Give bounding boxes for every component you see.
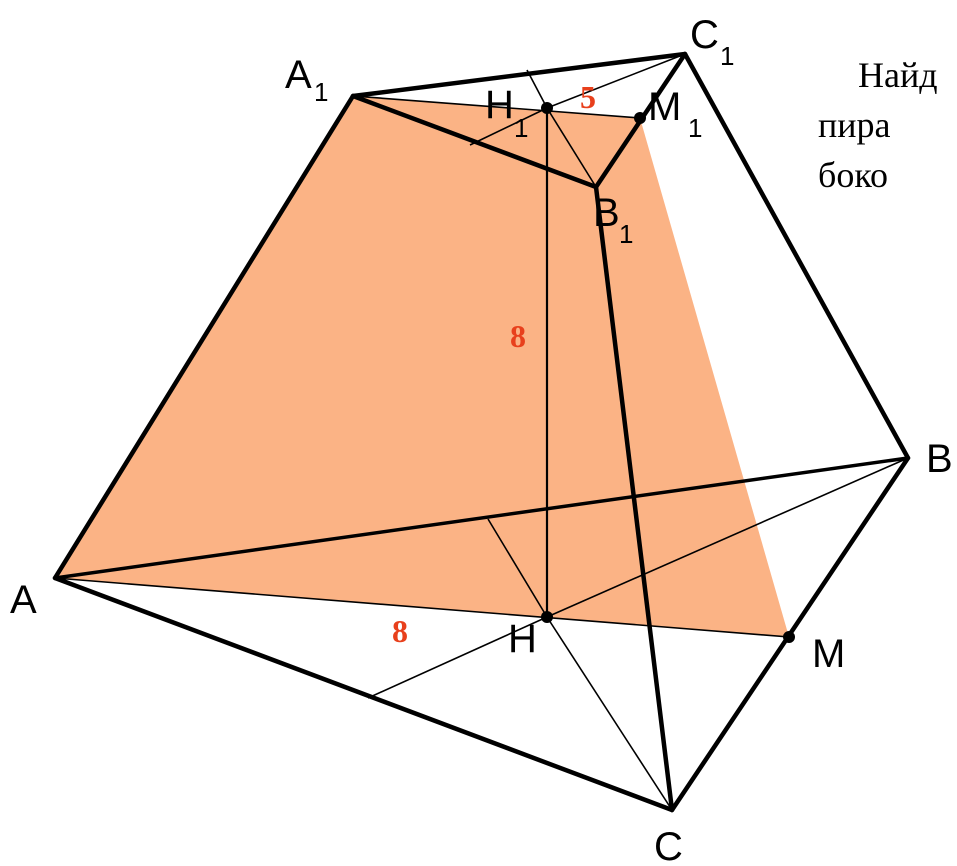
label-m: M <box>812 632 845 676</box>
label-c1-subscript: 1 <box>720 41 734 71</box>
label-h1: H <box>485 83 514 127</box>
lower-base-auxiliary-lines <box>54 457 909 811</box>
line-a1-m1 <box>352 95 641 119</box>
line-h-ac-foot <box>367 616 548 699</box>
edge-c-c1 <box>593 184 675 813</box>
section-polygon <box>55 96 789 637</box>
edge-a-b <box>53 456 910 580</box>
upper-base-auxiliary-lines <box>352 53 686 617</box>
line-h1-b1 <box>546 107 597 188</box>
edge-a-a1 <box>52 93 356 581</box>
edge-a1-b1 <box>350 93 599 190</box>
line-c-h <box>546 616 673 811</box>
label-a1-subscript: 1 <box>314 77 328 107</box>
label-a: A <box>10 578 37 622</box>
line-h1-a1b1-foot <box>469 107 548 146</box>
label-b1-subscript: 1 <box>619 219 633 249</box>
label-h: H <box>508 617 537 661</box>
line-h1-a1c1-foot <box>526 69 548 109</box>
task-line-1: Найд <box>858 55 938 95</box>
label-b: B <box>926 437 953 481</box>
measure-top: 5 <box>580 79 596 115</box>
measure-height: 8 <box>510 318 526 354</box>
point-m1 <box>634 112 646 124</box>
label-m1: M <box>648 85 681 129</box>
label-h1-subscript: 1 <box>514 113 528 143</box>
measure-bottom: 8 <box>392 613 408 649</box>
point-m <box>783 631 795 643</box>
edge-a-c <box>52 575 675 813</box>
task-line-3: боко <box>818 155 888 195</box>
label-c: C <box>654 825 683 866</box>
points <box>541 102 795 643</box>
line-h1-c1 <box>546 53 686 109</box>
point-h <box>541 611 553 623</box>
line-h-ab-foot <box>487 518 548 618</box>
edge-b-b1 <box>682 51 911 461</box>
line-a-m <box>54 577 790 638</box>
label-m1-subscript: 1 <box>688 113 702 143</box>
label-c1: C <box>690 13 719 57</box>
label-a1: A <box>285 53 312 97</box>
label-b1: B <box>593 191 620 235</box>
task-line-2: пира <box>818 105 891 145</box>
edge-a1-c1 <box>350 51 688 99</box>
point-h1 <box>541 102 553 114</box>
line-h-b <box>546 457 909 618</box>
